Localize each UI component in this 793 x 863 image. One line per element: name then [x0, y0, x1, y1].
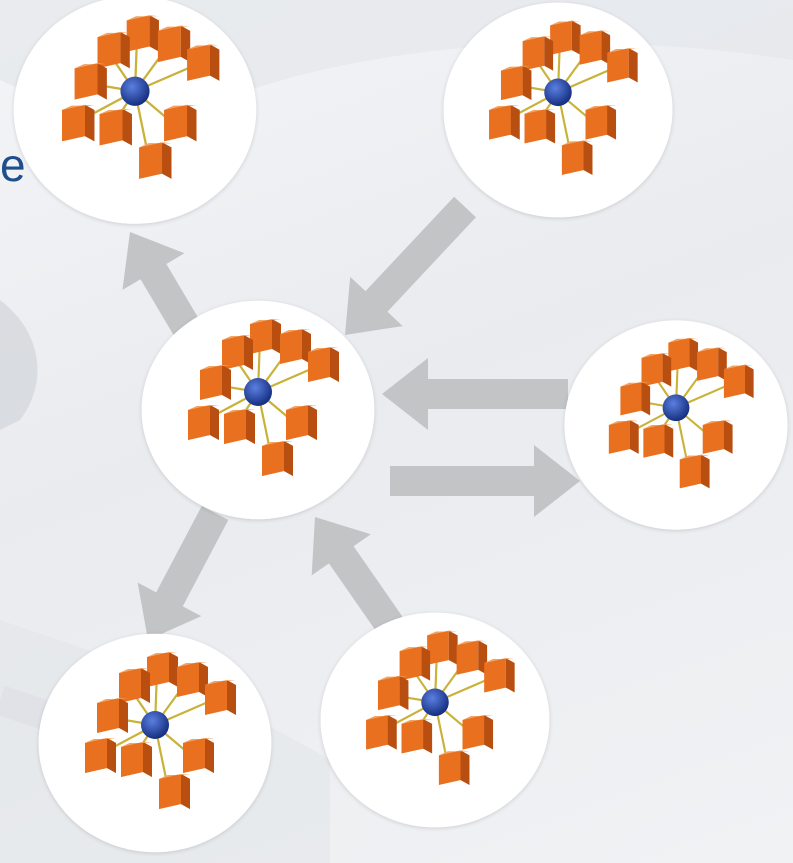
arrow-bottom-right-to-center [311, 516, 403, 634]
node-top-right [443, 2, 673, 218]
network-cluster-icon [608, 337, 754, 489]
arrow-center-to-top-left [122, 232, 201, 338]
arrows-layer [122, 196, 580, 641]
network-cluster-icon [85, 652, 236, 809]
node-top-left [13, 0, 257, 224]
node-right [564, 320, 788, 530]
network-cluster-icon [366, 630, 515, 785]
node-bottom-left [38, 633, 272, 853]
nodes-layer [13, 0, 788, 853]
partial-title-text: e [0, 139, 26, 191]
node-center [141, 300, 375, 520]
arrow-top-right-to-center [344, 196, 476, 336]
node-bottom-right [320, 612, 550, 828]
arrow-right-to-center [382, 358, 568, 430]
arrow-center-to-right [390, 445, 580, 517]
network-cluster-icon [62, 15, 220, 179]
arrow-center-to-bottom-left [137, 506, 229, 641]
network-cluster-icon [188, 319, 339, 476]
network-cluster-icon [489, 20, 638, 175]
